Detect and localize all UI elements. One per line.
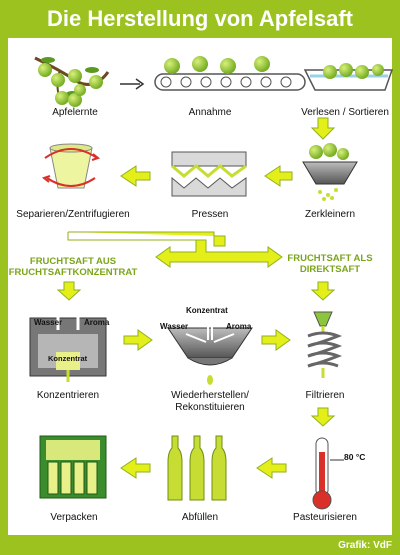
arrow-right-3	[261, 329, 291, 351]
label-temperature: 80 °C	[344, 452, 366, 462]
arrow-down-4	[310, 407, 336, 427]
arrow-right-2	[123, 329, 153, 351]
branch-direkt-line1: FRUCHTSAFT ALS	[287, 253, 373, 264]
step-label-apfelernte: Apfelernte	[52, 107, 98, 118]
branch-connector	[67, 231, 283, 268]
page-title: Die Herstellung von Apfelsaft	[46, 6, 353, 31]
branch-label-direkt: FRUCHTSAFT ALS DIREKTSAFT	[280, 253, 380, 275]
arrow-down-3	[310, 281, 336, 301]
step-label-abfuellen: Abfüllen	[181, 512, 219, 523]
crate-icon	[39, 435, 107, 499]
evaporator-icon	[29, 308, 107, 382]
step-label-filtrieren: Filtrieren	[305, 390, 345, 401]
grinder-icon	[302, 143, 358, 201]
mixing-funnel-icon	[167, 314, 253, 385]
label-aroma-left: Aroma	[84, 318, 110, 327]
step-label-pasteurisieren: Pasteurisieren	[293, 512, 357, 523]
label-konzentrat-center: Konzentrat	[186, 306, 228, 315]
arrow-left-4	[256, 457, 287, 479]
press-icon	[171, 151, 247, 197]
branch-direkt-line2: DIREKTSAFT	[299, 264, 361, 275]
step-label-zerkleinern: Zerkleinern	[304, 209, 356, 220]
arrow-left-2	[120, 165, 151, 187]
arrow-down-2	[56, 281, 82, 301]
step-label-konzentrieren: Konzentrieren	[36, 390, 100, 401]
arrow-left-1	[264, 165, 293, 187]
conveyor-icon	[154, 56, 306, 91]
step-label-separieren: Separieren/Zentrifugieren	[16, 209, 130, 220]
centrifuge-icon	[41, 143, 101, 189]
arrow-left-3	[120, 457, 151, 479]
label-aroma-center: Aroma	[226, 322, 252, 331]
branch-konzentrat-line1: FRUCHTSAFT AUS	[29, 256, 117, 267]
label-wasser-left: Wasser	[34, 318, 63, 327]
credit-text: Grafik: VdF	[338, 540, 392, 551]
arrow-right-1	[120, 78, 145, 90]
step-label-wiederherstellen-2: Rekonstituieren	[175, 402, 245, 413]
sorting-trough-icon	[303, 63, 394, 91]
branch-konzentrat-line2: FRUCHTSAFTKONZENTRAT	[8, 267, 138, 278]
arrow-down-1	[310, 117, 336, 140]
step-label-annahme: Annahme	[188, 107, 232, 118]
branch-label-konzentrat: FRUCHTSAFT AUS FRUCHTSAFTKONZENTRAT	[8, 256, 138, 278]
apple-tree-icon	[34, 56, 110, 107]
label-konzentrat-left: Konzentrat	[48, 354, 88, 363]
step-label-pressen: Pressen	[191, 209, 229, 220]
filter-coil-icon	[307, 311, 343, 378]
step-label-wiederherstellen-1: Wiederherstellen/	[171, 390, 249, 401]
step-label-verlesen: Verlesen / Sortieren	[301, 107, 389, 118]
step-label-verpacken: Verpacken	[50, 512, 98, 523]
label-wasser-center: Wasser	[160, 322, 189, 331]
thermometer-icon	[312, 437, 344, 510]
bottles-icon	[167, 435, 227, 501]
